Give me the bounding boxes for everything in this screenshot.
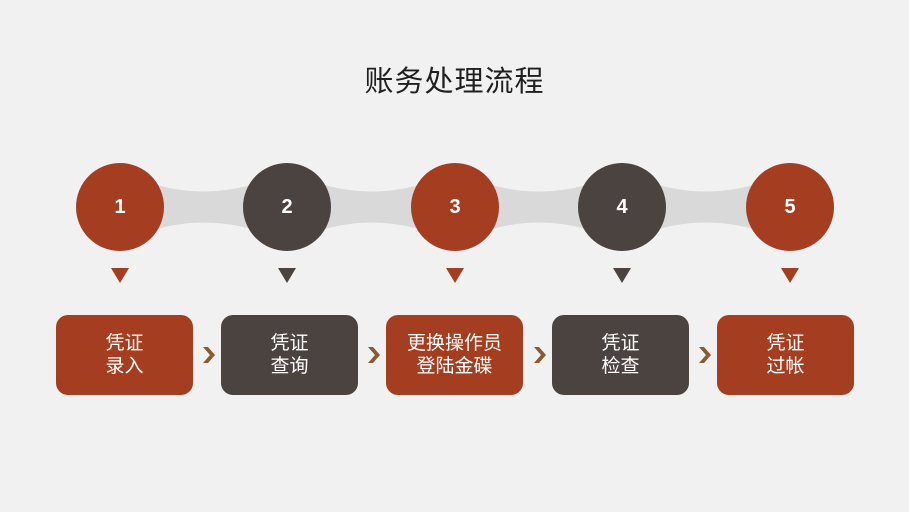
step-box-2: 凭证 查询 (221, 315, 358, 395)
step-label-line2: 登陆金碟 (416, 355, 493, 377)
step-circle-4: 4 (578, 163, 666, 251)
step-circle-5: 5 (746, 163, 834, 251)
connector-2-3 (318, 183, 426, 231)
connector-1-2 (150, 183, 258, 231)
down-triangle-icon (613, 268, 631, 283)
down-triangle-icon (111, 268, 129, 283)
step-label-line1: 凭证 (105, 332, 144, 354)
page-title: 账务处理流程 (364, 64, 545, 98)
chevron-right-icon (368, 347, 380, 363)
step-circle-3: 3 (411, 163, 499, 251)
down-triangle-icon (278, 268, 296, 283)
chevron-right-icon (203, 347, 215, 363)
step-circle-2: 2 (243, 163, 331, 251)
step-number: 3 (449, 195, 461, 218)
step-circle-1: 1 (76, 163, 164, 251)
connector-3-4 (485, 183, 593, 231)
step-label-line2: 检查 (601, 355, 640, 377)
connector-4-5 (652, 183, 760, 231)
step-box-4: 凭证 检查 (552, 315, 689, 395)
down-triangle-icon (446, 268, 464, 283)
step-number: 4 (616, 195, 628, 218)
step-number: 2 (281, 195, 293, 218)
step-number: 1 (114, 195, 126, 218)
step-number: 5 (784, 195, 796, 218)
step-label-line2: 过帐 (766, 355, 805, 377)
step-label-line2: 录入 (105, 355, 144, 377)
step-box-3: 更换操作员 登陆金碟 (386, 315, 523, 395)
down-triangle-icon (781, 268, 799, 283)
step-label-line2: 查询 (270, 355, 309, 377)
step-box-1: 凭证 录入 (56, 315, 193, 395)
step-label-line1: 凭证 (601, 332, 640, 354)
step-label-line1: 凭证 (766, 332, 805, 354)
step-label-line1: 更换操作员 (406, 332, 502, 354)
chevron-right-icon (534, 347, 546, 363)
chevron-right-icon (699, 347, 711, 363)
step-label-line1: 凭证 (270, 332, 309, 354)
step-box-5: 凭证 过帐 (717, 315, 854, 395)
